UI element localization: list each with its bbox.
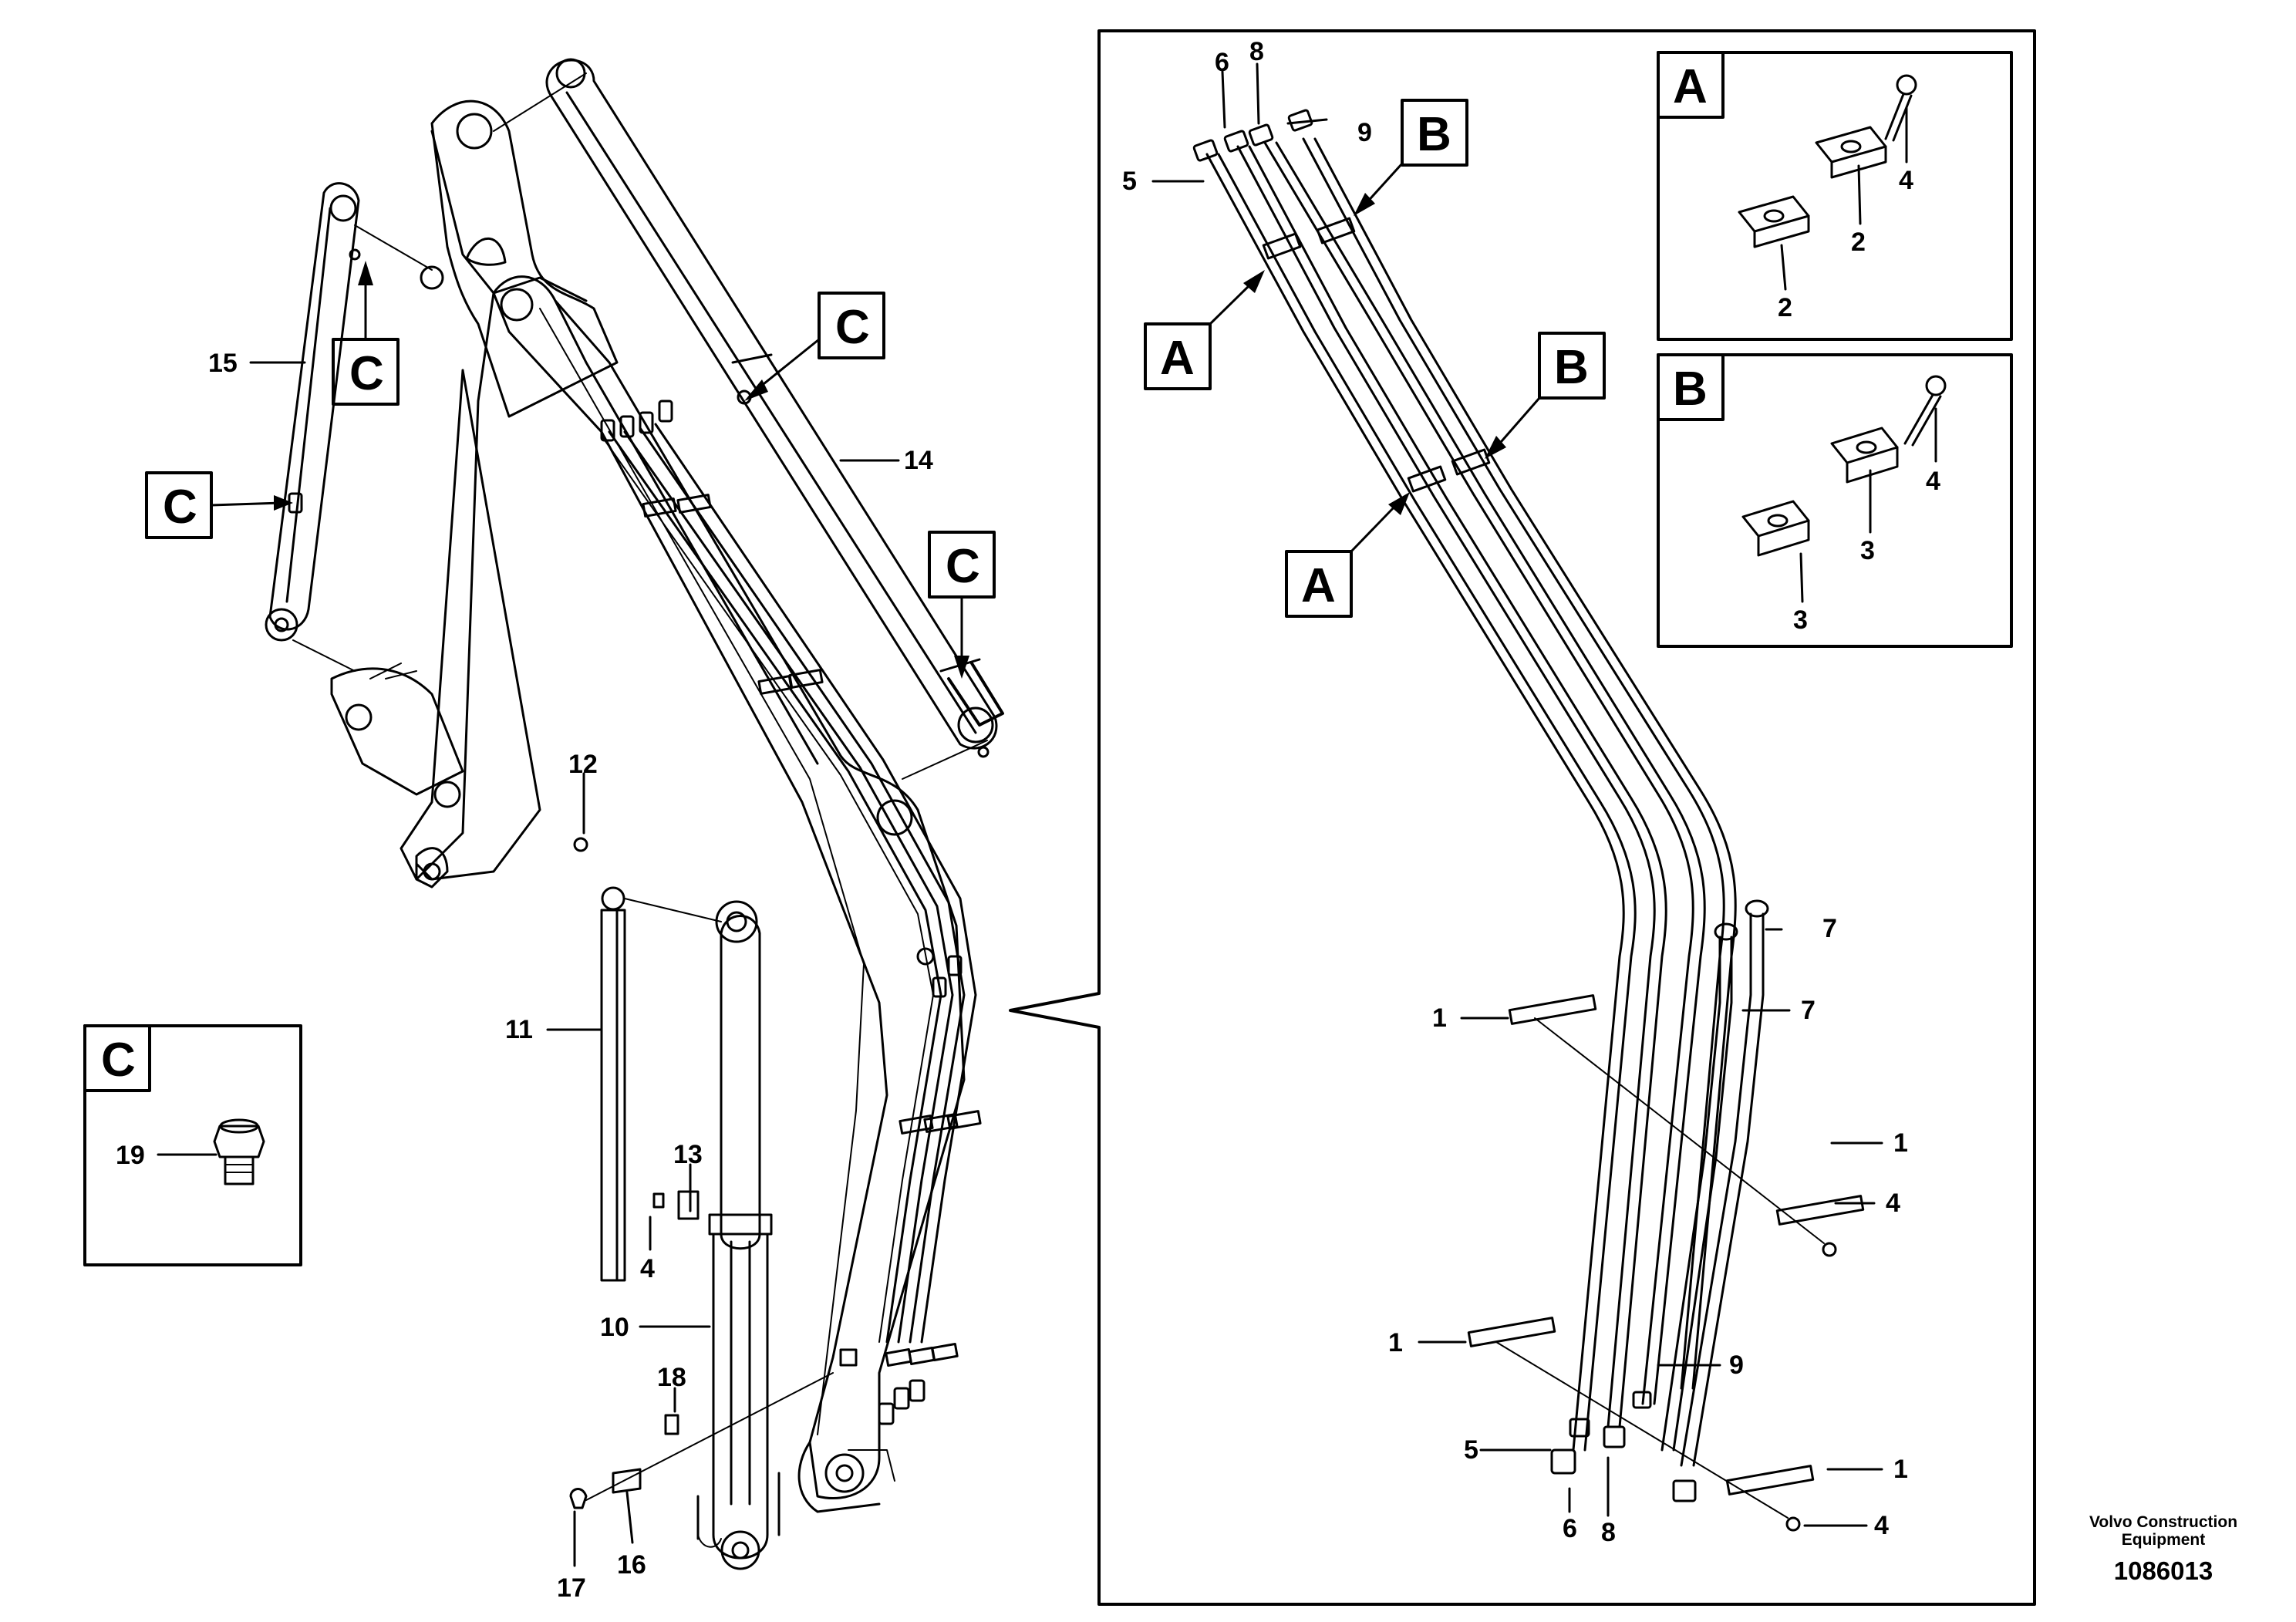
tag-c-left-lower: C [145,471,293,539]
callout-18: 18 [657,1363,686,1392]
callout-19: 19 [116,1141,145,1170]
detail-a-tag: A [1673,60,1708,113]
bolt-4-a [1884,74,1917,142]
callout-4: 4 [640,1254,655,1283]
doc-number: 1086013 [2114,1556,2213,1585]
boom-arm-assembly [265,58,1004,1570]
callout-1-right-lower: 1 [1893,1455,1908,1484]
callout-10: 10 [600,1313,629,1342]
bolt-4-b [1903,375,1947,447]
main-leader-lines [157,361,900,1567]
detail-a-callout-2-upper: 2 [1851,228,1866,257]
tag-c-left-upper: C [332,261,400,406]
callout-16: 16 [617,1550,646,1580]
clamp-b-upper [1830,427,1899,484]
footer-line-2: Equipment [2122,1531,2206,1549]
detail-a-callout-2-lower: 2 [1778,293,1792,322]
clamp-half-lower [1738,195,1810,248]
callout-8-top: 8 [1249,37,1264,66]
fitting-19 [213,1118,265,1185]
callout-12: 12 [568,750,598,779]
callout-1-left-lower: 1 [1388,1328,1403,1357]
callout-5-top: 5 [1122,167,1137,196]
tag-c-right: C [928,531,996,679]
hose-view-frame [1009,29,2036,1606]
svg-text:C: C [946,540,980,593]
detail-c-box: C 19 [83,1024,302,1266]
callout-7-lower: 7 [1801,996,1816,1025]
callout-15: 15 [208,349,238,378]
callout-9-right: 9 [1729,1351,1744,1380]
callout-5-bottom: 5 [1464,1435,1478,1465]
clamp-b-lower [1741,500,1810,557]
callout-1-left-upper: 1 [1432,1003,1447,1033]
tag-a-top: A [1144,270,1265,390]
callout-13: 13 [673,1140,703,1169]
hose-leader-lines [1151,62,1883,1527]
svg-text:A: A [1301,559,1336,612]
callout-8-bottom: 8 [1601,1518,1616,1547]
svg-text:C: C [163,481,197,534]
callout-4-right-lower: 4 [1874,1511,1889,1540]
detail-a-box: A 4 2 2 [1657,51,2013,341]
detail-b-tag: B [1673,363,1708,416]
callout-1-right-upper: 1 [1893,1128,1908,1158]
callout-17: 17 [557,1573,586,1603]
detail-b-callout-3-lower: 3 [1793,605,1808,635]
tag-b-top: B [1354,99,1468,216]
callout-14: 14 [904,446,933,475]
svg-text:C: C [349,347,384,400]
callout-6-top: 6 [1215,48,1229,77]
callout-11: 11 [505,1015,533,1044]
callout-7-upper: 7 [1822,914,1837,943]
clamp-half-upper [1815,126,1887,179]
hose-view-drawing [1192,109,1865,1532]
svg-text:B: B [1417,108,1451,161]
footer-line-1: Volvo Construction [2089,1513,2237,1531]
detail-b-callout-4: 4 [1926,467,1940,496]
tag-b-mid: B [1485,332,1606,459]
detail-b-box: B 4 3 3 [1657,353,2013,648]
detail-c-tag: C [101,1034,136,1087]
svg-text:C: C [835,301,870,354]
detail-a-callout-4: 4 [1899,166,1913,195]
callout-9-top: 9 [1357,118,1372,147]
detail-b-callout-3-upper: 3 [1860,536,1875,565]
svg-text:A: A [1160,332,1195,385]
callout-6-bottom: 6 [1563,1514,1577,1543]
callout-4-right-upper: 4 [1886,1189,1900,1218]
tag-c-top: C [744,292,885,401]
svg-text:B: B [1554,341,1589,394]
tag-a-mid: A [1285,492,1410,618]
